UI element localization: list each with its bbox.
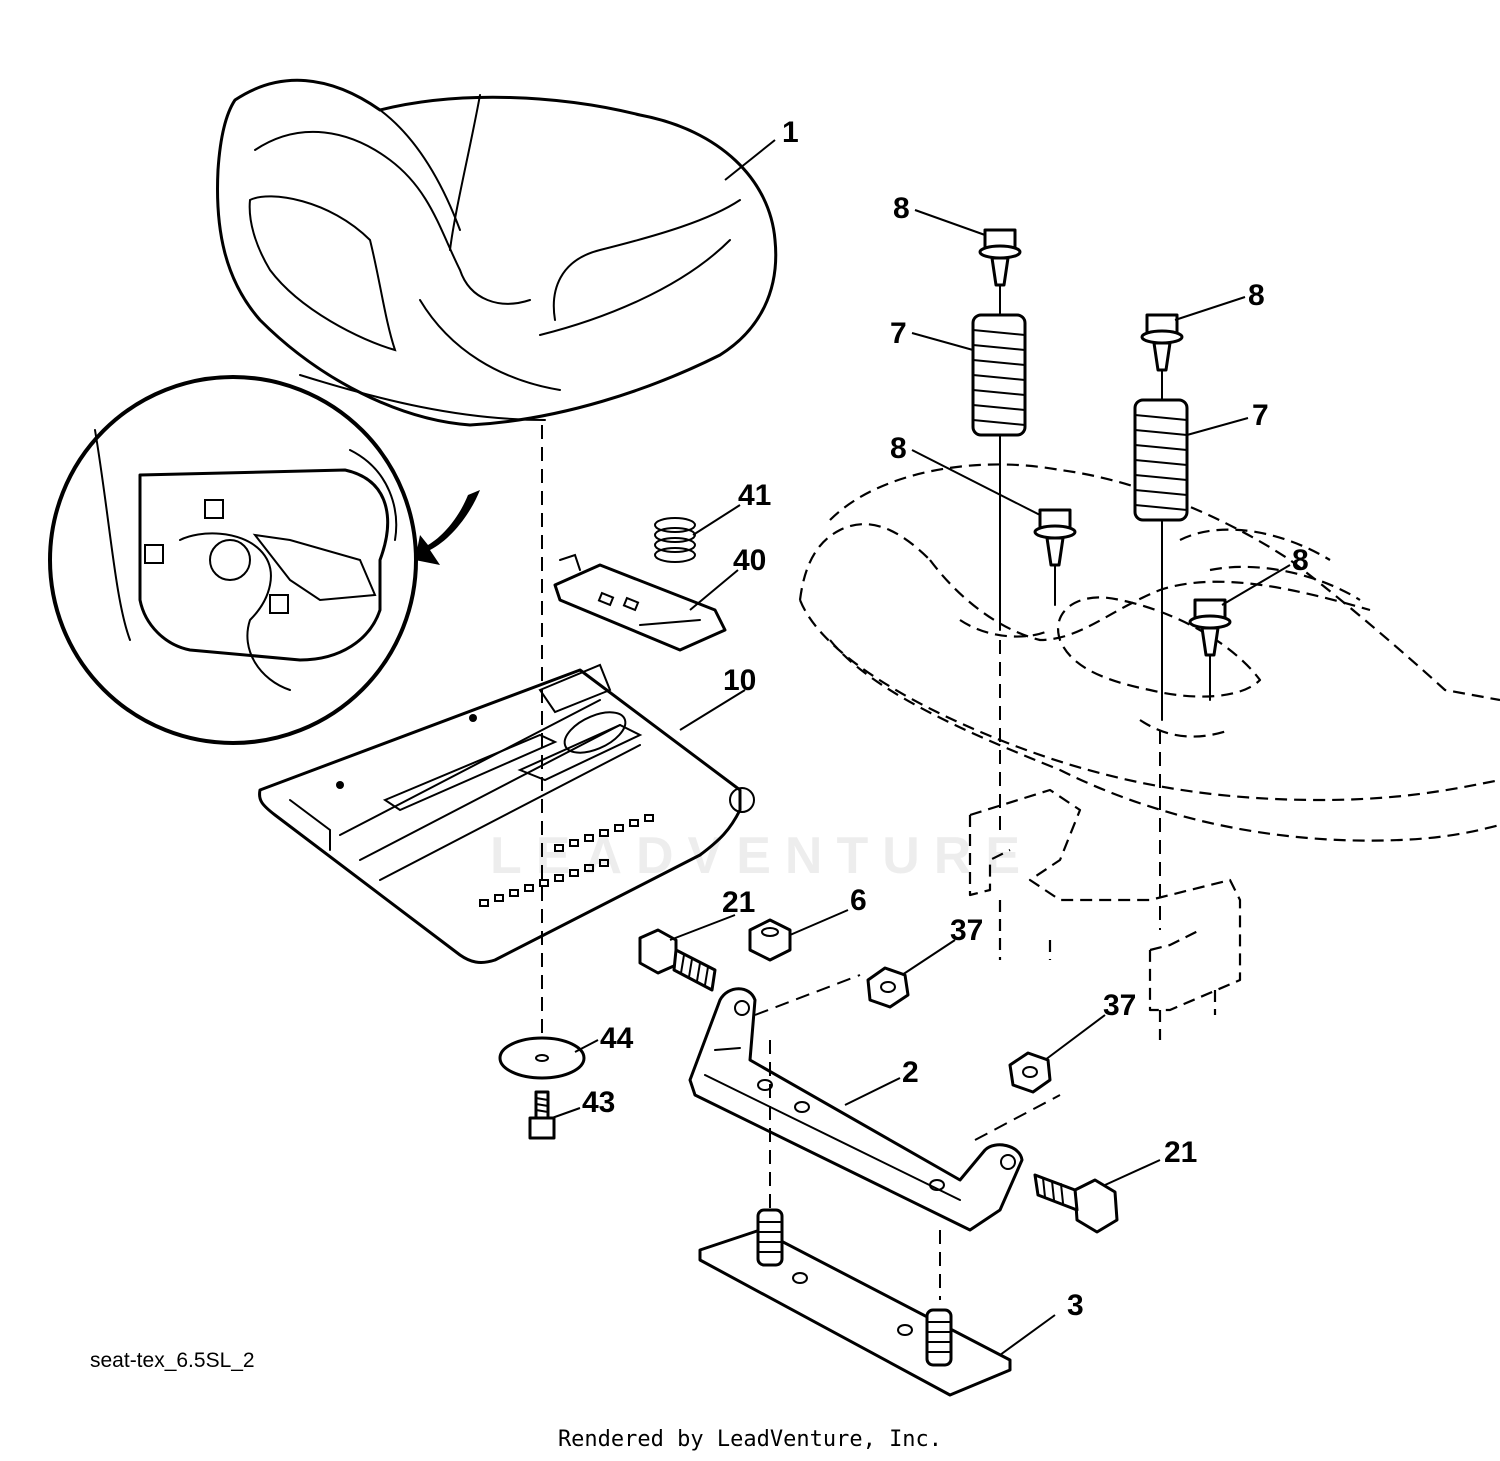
base-plate-part-3 [698,1208,1012,1397]
spring-part-7-left [971,313,1027,437]
nut-37-axis-b [974,1094,1061,1141]
nut-part-6 [748,918,792,962]
callout-8-lower-right: 8 [1292,544,1309,577]
latch-detail-inset [48,375,418,745]
callout-7-left: 7 [890,317,907,350]
diagram-reference-code: seat-tex_6.5SL_2 [90,1349,255,1372]
callout-2: 2 [902,1056,919,1089]
bolt-part-21-left [638,928,717,992]
callout-37-lower: 37 [1103,989,1136,1022]
pan-slot-row-1 [479,859,609,907]
callout-8-mid: 8 [890,432,907,465]
inset-arrow-icon [415,490,480,565]
callout-40: 40 [733,544,766,577]
callout-8-top: 8 [893,192,910,225]
callout-3: 3 [1067,1289,1084,1322]
callout-8-upper-right: 8 [1248,279,1265,312]
callout-7-right: 7 [1252,399,1269,432]
bolt-part-8-a [978,228,1022,287]
watermark-text: LEADVENTURE [490,827,1035,885]
callout-21-left: 21 [722,886,755,919]
callout-labels: 1 8 7 8 7 8 8 41 40 10 21 6 37 37 44 43 … [582,116,1309,1322]
render-credit: Rendered by LeadVenture, Inc. [557,1427,943,1452]
washer-part-44 [498,1036,586,1080]
nut-part-37-b [1008,1051,1052,1094]
bracket-part-2 [688,987,1024,1232]
callout-37-upper: 37 [950,914,983,947]
callout-10: 10 [723,664,756,697]
callout-1: 1 [782,116,799,149]
callout-41: 41 [738,479,771,512]
callout-44: 44 [600,1022,634,1055]
chassis-phantom-outline [798,463,1500,1040]
callout-6: 6 [850,884,867,917]
nut-part-37-a [866,966,910,1009]
bolt-part-8-c [1033,508,1077,567]
latch-plate-part-40 [553,553,727,652]
bolt-part-8-b [1140,313,1184,372]
spring-part-41 [654,517,696,563]
callout-43: 43 [582,1086,615,1119]
nut-37-axis-a [754,974,861,1016]
bolt-part-8-d [1188,598,1232,657]
seat-pan-part-10 [258,663,756,964]
bolt-part-43 [528,1090,556,1140]
pan-slot-row-2 [554,814,654,852]
callout-21-right: 21 [1164,1136,1197,1169]
leader-lines [551,139,1291,1356]
bolt-part-21-right [1033,1173,1119,1234]
seat-part-1 [216,78,778,427]
spring-part-7-right [1133,398,1189,522]
